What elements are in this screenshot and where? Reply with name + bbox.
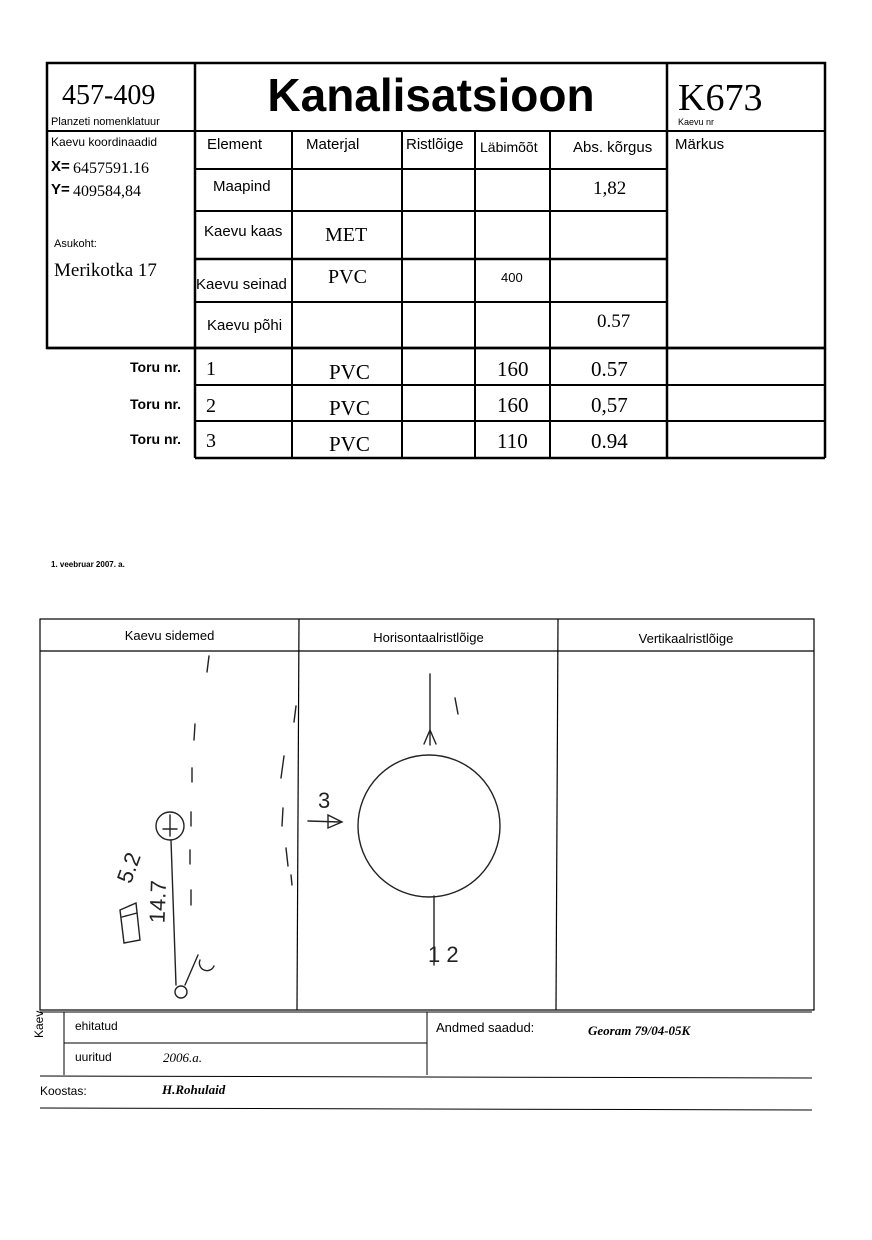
well-number-label: Kaevu nr: [678, 117, 715, 127]
row-material: MET: [325, 224, 368, 246]
pipe-nr: 1: [206, 358, 216, 380]
col-abs-height: Abs. kõrgus: [573, 139, 653, 156]
row-element: Kaevu seinad: [196, 276, 287, 293]
row-diameter: 400: [501, 270, 523, 285]
pipe-height: 0.94: [591, 429, 628, 453]
row-element: Maapind: [213, 178, 271, 195]
pipe-material: PVC: [329, 432, 370, 456]
pipe-label: Toru nr.: [130, 359, 182, 375]
pipe-height: 0,57: [591, 393, 628, 417]
pipe-material: PVC: [329, 360, 370, 384]
surveyed-label: uuritud: [75, 1050, 112, 1064]
pipe-number-label: 3: [318, 788, 330, 813]
compiled-label: Koostas:: [40, 1084, 87, 1098]
row-height: 0.57: [597, 311, 631, 332]
pipe-diameter: 160: [497, 393, 529, 417]
nomenclature-label: Planzeti nomenklatuur: [51, 116, 160, 128]
nomenclature-value: 457-409: [62, 80, 156, 111]
built-label: ehitatud: [75, 1019, 118, 1033]
x-label: X=: [51, 158, 70, 175]
col-diameter: Läbimõõt: [480, 139, 538, 155]
col-remarks: Märkus: [675, 136, 725, 153]
data-from-label: Andmed saadud:: [436, 1020, 535, 1035]
sketch-header-horizontal: Horisontaalristlõige: [373, 630, 484, 645]
row-element: Kaevu kaas: [204, 223, 283, 240]
pipe-label: Toru nr.: [130, 431, 182, 447]
sketch-header-vertical: Vertikaalristlõige: [638, 631, 734, 646]
well-number: K673: [678, 77, 763, 119]
col-material: Materjal: [306, 136, 360, 153]
pipe-diameter: 110: [497, 429, 528, 453]
pipe-label: Toru nr.: [130, 396, 182, 412]
form-title: Kanalisatsioon: [267, 69, 595, 121]
data-from-value: Georam 79/04-05K: [588, 1023, 691, 1038]
pipe-diameter: 160: [497, 357, 529, 381]
sketch-header-connections: Kaevu sidemed: [124, 628, 215, 643]
row-material: PVC: [328, 266, 367, 288]
compiled-value: H.Rohulaid: [162, 1082, 226, 1097]
location-label: Asukoht:: [54, 238, 97, 250]
pipe-nr: 2: [206, 395, 216, 417]
y-value: 409584,84: [73, 183, 141, 200]
col-element: Element: [207, 136, 263, 153]
y-label: Y=: [51, 181, 70, 198]
location-value: Merikotka 17: [54, 260, 157, 281]
row-element: Kaevu põhi: [207, 317, 283, 334]
surveyed-value: 2006.a.: [163, 1050, 202, 1065]
kaev-label: Kaev: [32, 1010, 46, 1038]
pipe-material: PVC: [329, 396, 370, 420]
pipe-height: 0.57: [591, 357, 628, 381]
distance-label: 14.7: [145, 880, 171, 924]
col-cross-section: Ristlõige: [406, 136, 464, 153]
distance-label: 5.2: [112, 849, 146, 886]
pipe-number-label: 1 2: [428, 942, 459, 967]
pipe-nr: 3: [206, 430, 216, 452]
coords-label: Kaevu koordinaadid: [51, 135, 158, 149]
date-label: 1. veebruar 2007. a.: [51, 560, 125, 569]
row-height: 1,82: [593, 178, 627, 199]
x-value: 6457591.16: [73, 160, 149, 177]
